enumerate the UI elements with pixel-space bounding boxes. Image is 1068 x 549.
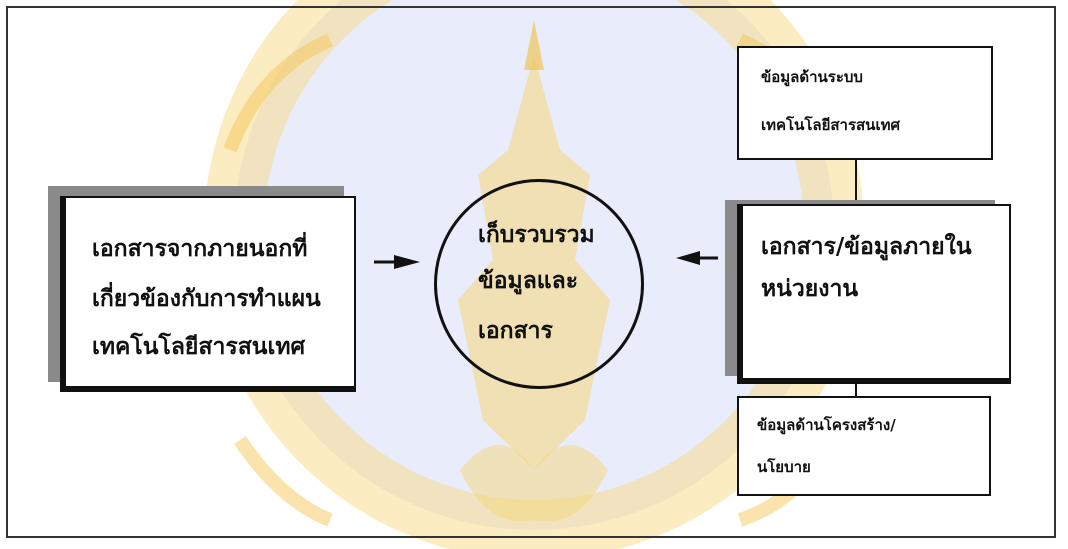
collection-line-3: เอกสาร (478, 318, 553, 344)
external-documents-line-3: เทคโนโลยีสารสนเทศ (92, 334, 306, 360)
arrow-right-to-center (676, 251, 718, 265)
structure-policy-line-1: ข้อมูลด้านโครงสร้าง/ (757, 416, 896, 434)
external-documents-box: เอกสารจากภายนอกที่ เกี่ยวข้องกับการทำแผน… (60, 196, 356, 392)
collection-line-1: เก็บรวบรวม (478, 222, 595, 248)
external-documents-line-1: เอกสารจากภายนอกที่ (92, 236, 308, 262)
it-system-data-box: ข้อมูลด้านระบบ เทคโนโลยีสารสนเทศ (737, 46, 993, 160)
structure-policy-data-box: ข้อมูลด้านโครงสร้าง/ นโยบาย (737, 396, 991, 496)
structure-policy-line-2: นโยบาย (757, 458, 811, 476)
internal-documents-line-2: หน่วยงาน (761, 276, 859, 302)
external-documents-line-2: เกี่ยวข้องกับการทำแผน (92, 286, 321, 312)
connector-top (855, 160, 857, 204)
connector-bottom (855, 384, 857, 396)
collection-circle-text: เก็บรวบรวม ข้อมูลและ เอกสาร (478, 224, 628, 364)
it-system-data-line-1: ข้อมูลด้านระบบ (761, 68, 863, 86)
diagram-frame (6, 6, 1056, 538)
collection-circle (434, 179, 644, 389)
collection-line-2: ข้อมูลและ (478, 268, 579, 294)
arrow-left-to-center (374, 255, 420, 269)
it-system-data-line-2: เทคโนโลยีสารสนเทศ (761, 116, 900, 134)
internal-documents-line-1: เอกสาร/ข้อมูลภายใน (761, 234, 972, 260)
internal-documents-box: เอกสาร/ข้อมูลภายใน หน่วยงาน (737, 204, 1011, 384)
